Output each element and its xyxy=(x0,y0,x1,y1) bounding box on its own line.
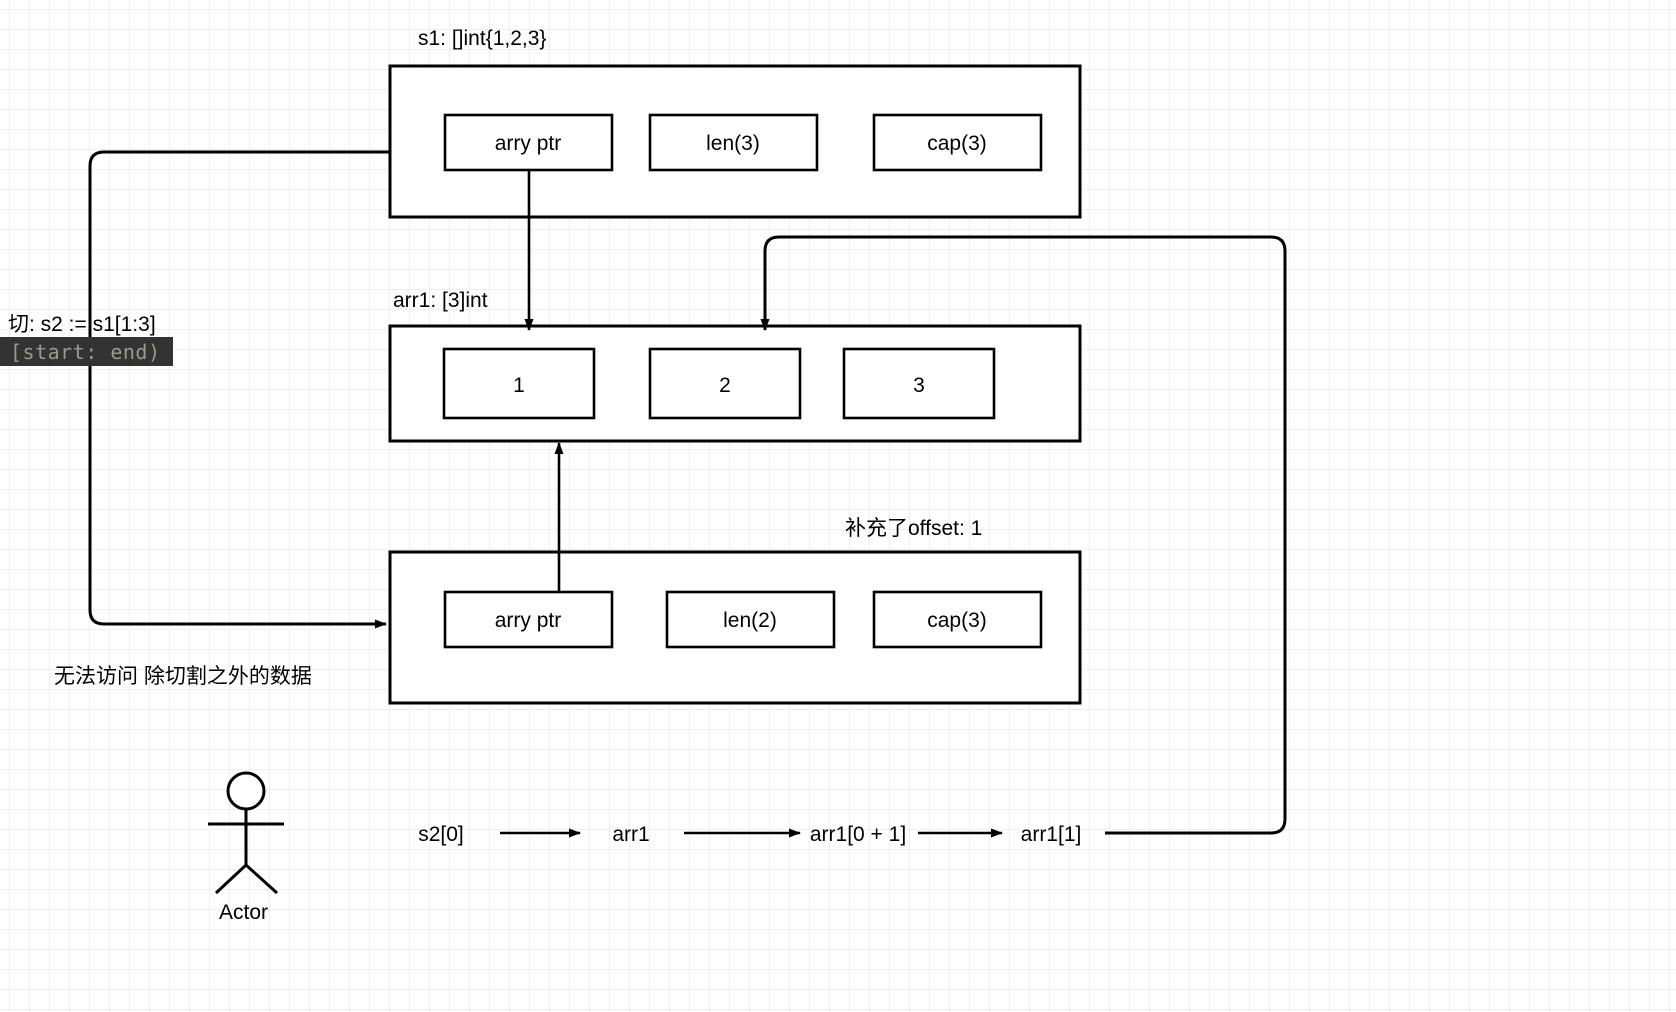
actor-group[interactable] xyxy=(208,771,284,895)
s1-cell-cap-label: cap(3) xyxy=(927,132,987,155)
actor-head-icon xyxy=(226,771,266,811)
chain-step-arr1: arr1 xyxy=(612,823,649,846)
connector-arr1index-to-arr1-cell1 xyxy=(760,235,1287,835)
chain-step-arr1-1: arr1[1] xyxy=(1021,823,1082,846)
s2-cell-len[interactable] xyxy=(665,590,836,649)
actor-legs-icon xyxy=(214,862,279,895)
arr1-cell-2-value: 3 xyxy=(913,374,925,397)
s2-cell-len-label: len(2) xyxy=(723,609,777,632)
arr1-cell-0[interactable] xyxy=(442,347,596,420)
range-notation-chip: [start: end) xyxy=(0,337,173,366)
arr1-cell-1-value: 2 xyxy=(719,374,731,397)
s1-cell-arry-ptr[interactable] xyxy=(443,113,614,172)
actor-label: Actor xyxy=(219,901,269,924)
s1-cell-cap[interactable] xyxy=(872,113,1043,172)
label-offset-note: 补充了offset: 1 xyxy=(845,517,983,540)
s1-cell-len-label: len(3) xyxy=(706,132,760,155)
label-slice-expression: 切: s2 := s1[1:3] xyxy=(8,313,156,336)
label-no-access-note: 无法访问 除切割之外的数据 xyxy=(54,665,312,688)
label-s1-title: s1: []int{1,2,3} xyxy=(418,27,547,50)
chain-step-arr1-0-plus-1: arr1[0 + 1] xyxy=(810,823,906,846)
s2-cell-arry-ptr-label: arry ptr xyxy=(495,609,562,632)
label-arr1-title: arr1: [3]int xyxy=(393,289,488,312)
connector-s1-to-s2 xyxy=(88,150,390,629)
s2-cell-cap[interactable] xyxy=(872,590,1043,649)
s1-cell-len[interactable] xyxy=(648,113,819,172)
s2-cell-cap-label: cap(3) xyxy=(927,609,987,632)
slice-header-s1-group[interactable]: arry ptr len(3) cap(3) xyxy=(388,64,1082,219)
s2-cell-arry-ptr[interactable] xyxy=(443,590,614,649)
s1-cell-arry-ptr-label: arry ptr xyxy=(495,132,562,155)
slice-header-s2-group[interactable]: arry ptr len(2) cap(3) xyxy=(388,550,1082,705)
array-arr1-group[interactable]: 1 2 3 xyxy=(388,324,1082,443)
arr1-cell-2[interactable] xyxy=(842,347,996,420)
arr1-cell-1[interactable] xyxy=(648,347,802,420)
arr1-cell-0-value: 1 xyxy=(513,374,525,397)
chain-step-s2-0: s2[0] xyxy=(418,823,464,846)
